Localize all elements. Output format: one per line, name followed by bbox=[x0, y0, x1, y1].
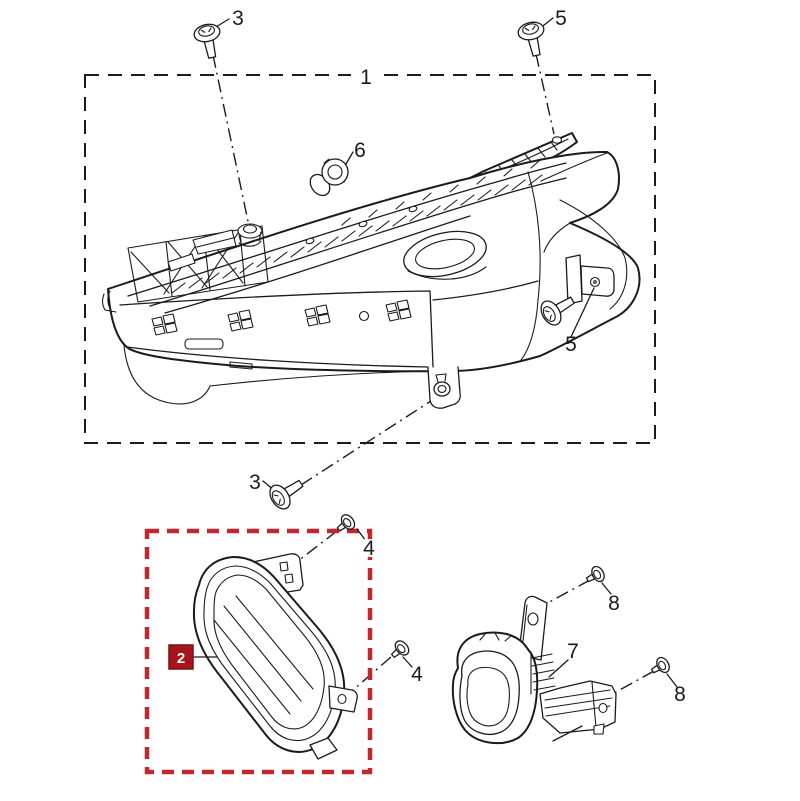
headlamp-mounting-bracket-right bbox=[565, 254, 615, 305]
small-screw bbox=[647, 654, 673, 679]
leader-7-label bbox=[548, 659, 569, 678]
headlamp-projector bbox=[403, 230, 487, 278]
flanged-screw bbox=[265, 471, 309, 514]
headlamp-lens-hatching bbox=[171, 160, 543, 294]
callout-1-label: 1 bbox=[360, 66, 372, 89]
projector-lower-arc bbox=[407, 266, 487, 280]
callout-8-bottom-label: 8 bbox=[674, 683, 686, 706]
drl-lamp-2: 2 bbox=[168, 553, 358, 760]
headlamp-front-face bbox=[119, 280, 539, 368]
small-screw bbox=[387, 637, 413, 663]
headlamp-right-cowl bbox=[520, 152, 628, 361]
leader-bulb6-label bbox=[345, 151, 354, 165]
leader-screw3-top bbox=[212, 54, 250, 227]
part2-badge bbox=[168, 644, 194, 670]
callout-6-label: 6 bbox=[354, 139, 366, 162]
callout-8-top-label: 8 bbox=[608, 592, 620, 615]
screw-5-side: 5 bbox=[536, 287, 595, 356]
headlamp-top-mount-boss bbox=[167, 223, 263, 272]
screw-3-bottom: 3 bbox=[249, 471, 309, 514]
fog-body-top-bumps bbox=[479, 632, 519, 642]
callout-4-top-label: 4 bbox=[363, 537, 375, 560]
assembly-group-box: 1 bbox=[84, 62, 656, 444]
small-screw bbox=[582, 563, 608, 588]
leader-8-bottom-label bbox=[666, 673, 678, 688]
callout-2-label: 2 bbox=[177, 650, 185, 667]
callout-5-top-label: 5 bbox=[555, 7, 567, 30]
leader-screw5-top bbox=[535, 53, 555, 135]
fog-arm-foot bbox=[593, 723, 605, 735]
headlamp-front-vents bbox=[151, 299, 412, 350]
headlamp-strip-bosses bbox=[305, 205, 418, 245]
drl-lamp-outline bbox=[192, 556, 346, 753]
fog-arm-ribs bbox=[544, 681, 613, 729]
fog-bracket-arm bbox=[539, 680, 617, 734]
screw-4-top: 4 bbox=[332, 511, 377, 560]
leader-screw3-bottom bbox=[300, 398, 435, 486]
leader-screw4-top bbox=[293, 530, 338, 565]
leader-screw8-top bbox=[541, 579, 591, 607]
fog-lamp-7: 7 bbox=[451, 595, 617, 745]
highlight-box-outline bbox=[144, 528, 373, 775]
screw-8-top: 8 bbox=[582, 563, 620, 615]
headlamp-assembly bbox=[102, 132, 641, 409]
screw-5-top: 5 bbox=[515, 7, 567, 59]
vent-hole bbox=[358, 310, 370, 322]
fastener-leader-lines bbox=[212, 53, 655, 698]
group-label-gap bbox=[351, 62, 382, 89]
label-gap bbox=[360, 539, 377, 557]
vent-slot bbox=[184, 338, 224, 350]
callout-3-bottom-label: 3 bbox=[249, 471, 261, 494]
leader-8-top-label bbox=[601, 582, 612, 595]
flanged-screw bbox=[191, 21, 226, 61]
screw-8-bottom: 8 bbox=[647, 654, 686, 706]
headlamp-lower-skirt bbox=[102, 290, 431, 405]
bulb-6: 6 bbox=[309, 139, 366, 197]
fin-screw-boss bbox=[551, 136, 563, 144]
drl-lens-ridges bbox=[203, 565, 336, 742]
fog-collar-ribs bbox=[530, 651, 556, 695]
callout-3-top-label: 3 bbox=[232, 7, 244, 30]
highlight-box-2 bbox=[144, 528, 373, 775]
callout-4-side-label: 4 bbox=[411, 663, 423, 686]
drl-bottom-foot bbox=[309, 737, 338, 760]
callout-5-side-label: 5 bbox=[565, 333, 577, 356]
fog-lens-inner bbox=[466, 666, 510, 727]
bulb-socket bbox=[321, 158, 349, 186]
leader-4-side-label bbox=[402, 656, 413, 668]
headlamp-mounting-tab-bottom bbox=[427, 366, 461, 409]
fog-under-accent bbox=[552, 725, 583, 742]
screw-4-side: 4 bbox=[387, 637, 423, 686]
callout-7-label: 7 bbox=[567, 640, 579, 663]
leader-5-side-label bbox=[570, 287, 595, 338]
screw-3-top: 3 bbox=[191, 7, 244, 61]
